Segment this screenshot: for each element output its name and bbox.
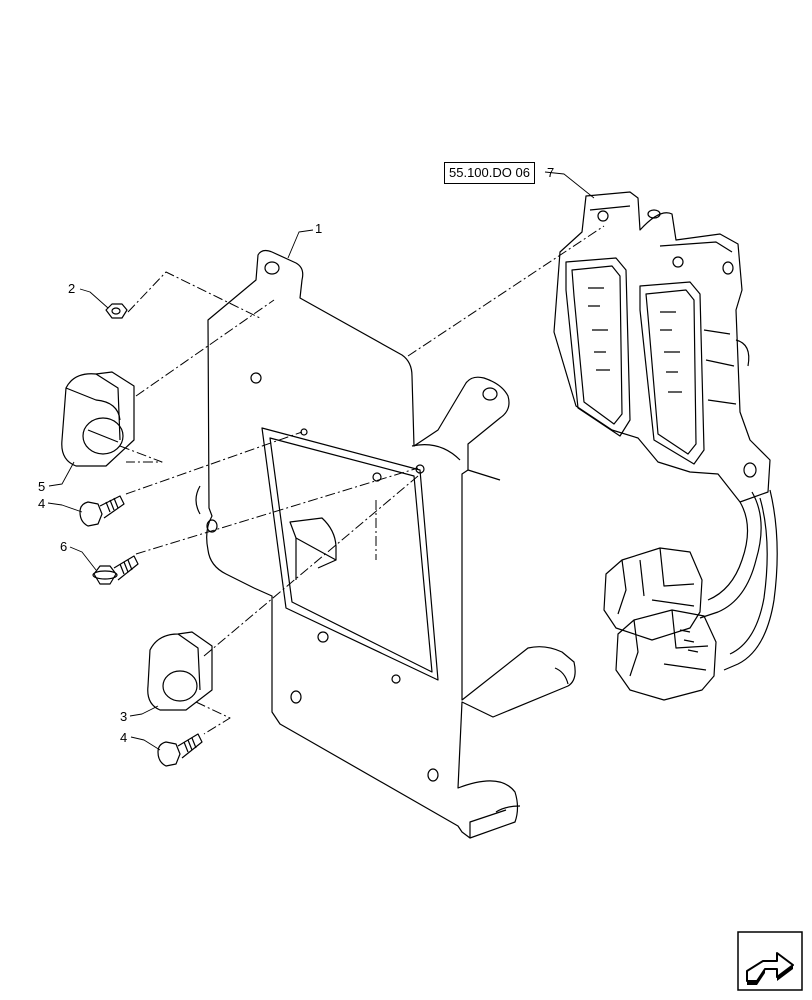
connector-assembly-part-7	[553, 191, 778, 701]
screw-part-4-upper	[79, 495, 125, 527]
cross-reference-link[interactable]: 55.100.DO 06	[444, 162, 535, 184]
assembly-lines	[119, 225, 605, 735]
screw-part-4-lower	[157, 733, 203, 767]
callout-1: 1	[315, 221, 323, 236]
nut-part-2	[105, 303, 128, 319]
callout-7: 7	[547, 165, 555, 180]
forward-arrow-icon[interactable]	[737, 931, 803, 991]
callout-6: 6	[60, 539, 68, 554]
clamp-part-5	[61, 371, 135, 467]
mounting-bracket-plate	[195, 249, 576, 839]
clamp-part-3	[147, 631, 213, 711]
callout-leaders	[47, 171, 595, 751]
callout-4-upper: 4	[38, 496, 46, 511]
callout-2: 2	[68, 281, 76, 296]
callout-4-lower: 4	[120, 730, 128, 745]
callout-3: 3	[120, 709, 128, 724]
callout-5: 5	[38, 479, 46, 494]
bolt-part-6	[92, 555, 139, 585]
